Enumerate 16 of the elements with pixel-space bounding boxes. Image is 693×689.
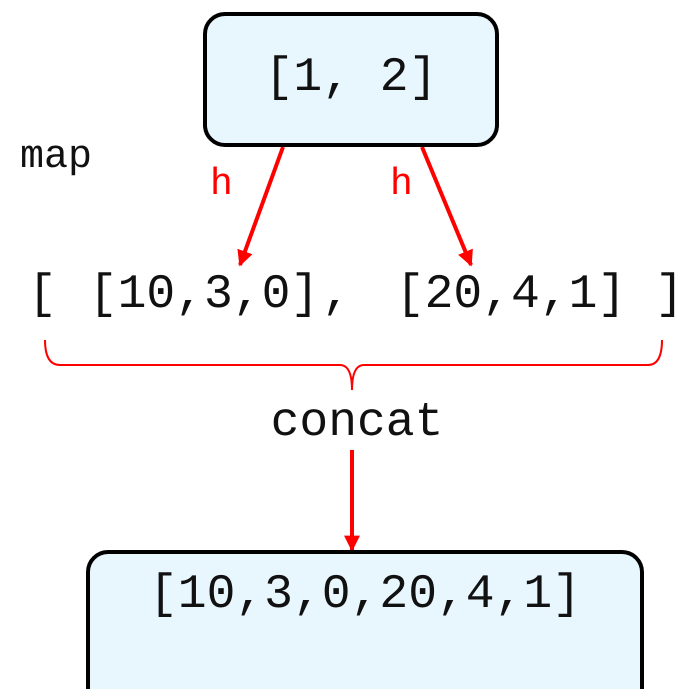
comma-text: , [322,267,351,324]
arrow [237,146,285,266]
arrow [420,146,473,266]
edge-label: h [390,165,413,205]
operation-label: map [20,134,92,182]
list-box [203,12,499,147]
list-text: [10,3,0] [88,268,320,322]
arrow [344,450,360,552]
operation-label: concat [270,396,444,450]
list-label: [1, 2] [264,50,438,104]
list-text: [20,4,1] [396,268,626,322]
bracket-text: ] [655,267,684,324]
list-label: [10,3,0,20,4,1] [148,568,582,622]
list-box [86,550,644,689]
edge-label: h [210,165,233,205]
bracket-text: [ [28,267,57,324]
